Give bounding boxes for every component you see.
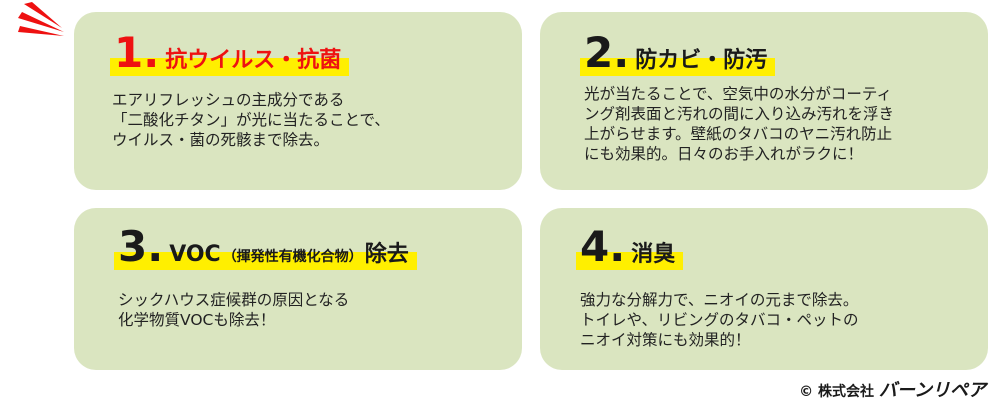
description-line: 上がらせます。壁紙のタバコのヤニ汚れ防止: [584, 125, 893, 143]
card-number: 1.: [114, 28, 160, 77]
card-description: 強力な分解力で、ニオイの元まで除去。 トイレや、リビングのタバコ・ペットの ニオ…: [580, 290, 859, 350]
heading-highlight: [110, 58, 350, 76]
card-description: エアリフレッシュの主成分である 「二酸化チタン」が光に当たることで、 ウイルス・…: [112, 90, 390, 150]
card-title: 抗ウイルス・抗菌: [165, 48, 342, 73]
card-heading: 3. VOC （揮発性有機化合物） 除去: [114, 222, 417, 271]
card-number: 2.: [584, 28, 630, 77]
card-title-prefix: VOC: [169, 242, 221, 267]
description-line: 化学物質VOCも除去！: [118, 311, 276, 329]
description-line: 光が当たることで、空気中の水分がコーティ: [584, 85, 892, 103]
feature-card-voc: 3. VOC （揮発性有機化合物） 除去 シックハウス症候群の原因となる 化学物…: [74, 208, 522, 370]
description-line: ング剤表面と汚れの間に入り込み汚れを浮き: [584, 105, 895, 123]
card-title: 防カビ・防汚: [635, 48, 768, 73]
feature-card-antimold: 2. 防カビ・防汚 光が当たることで、空気中の水分がコーティ ング剤表面と汚れの…: [540, 12, 988, 190]
card-title: 消臭: [631, 242, 676, 267]
copyright-notice: © 株式会社 バーンリペア: [799, 376, 986, 402]
description-line: エアリフレッシュの主成分である: [112, 91, 345, 109]
card-heading: 4. 消臭: [576, 222, 684, 271]
heading-highlight: [580, 58, 776, 76]
description-line: シックハウス症候群の原因となる: [118, 291, 350, 309]
description-line: ニオイ対策にも効果的！: [580, 331, 751, 349]
card-heading: 2. 防カビ・防汚: [580, 28, 776, 77]
description-line: 「二酸化チタン」が光に当たることで、: [112, 111, 390, 129]
card-heading: 1. 抗ウイルス・抗菌: [110, 28, 350, 77]
description-line: にも効果的。日々のお手入れがラクに！: [584, 145, 864, 163]
company-type: 株式会社: [818, 384, 875, 400]
description-line: ウイルス・菌の死骸まで除去。: [112, 131, 330, 149]
copyright-mark: ©: [799, 384, 814, 400]
brand-logo-text: バーンリペア: [878, 380, 986, 401]
card-title-paren: （揮発性有機化合物）: [222, 249, 363, 265]
heading-highlight: [114, 252, 417, 270]
description-line: トイレや、リビングのタバコ・ペットの: [580, 311, 859, 329]
card-description: シックハウス症候群の原因となる 化学物質VOCも除去！: [118, 290, 349, 330]
card-description: 光が当たることで、空気中の水分がコーティ ング剤表面と汚れの間に入り込み汚れを浮…: [584, 84, 894, 164]
feature-card-antivirus: 1. 抗ウイルス・抗菌 エアリフレッシュの主成分である 「二酸化チタン」が光に当…: [74, 12, 522, 190]
burst-icon: [18, 2, 64, 36]
feature-card-deodorize: 4. 消臭 強力な分解力で、ニオイの元まで除去。 トイレや、リビングのタバコ・ペ…: [540, 208, 988, 370]
heading-highlight: [576, 252, 684, 270]
card-number: 4.: [580, 222, 626, 271]
card-number: 3.: [118, 222, 164, 271]
card-title-suffix: 除去: [364, 242, 409, 267]
description-line: 強力な分解力で、ニオイの元まで除去。: [580, 291, 859, 309]
